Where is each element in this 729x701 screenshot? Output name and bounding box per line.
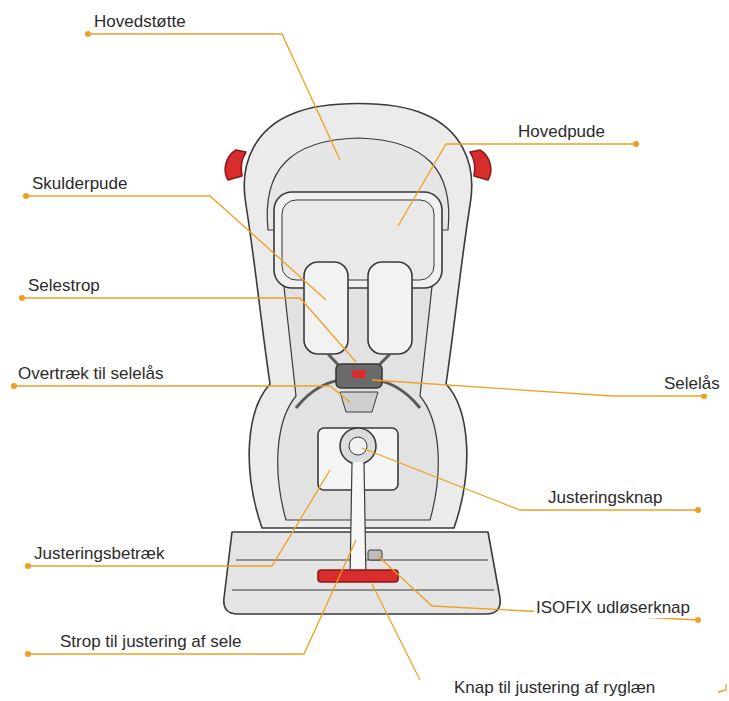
recline-handle bbox=[318, 570, 398, 582]
leader-dot bbox=[695, 507, 701, 513]
part-label: Hovedpude bbox=[516, 122, 607, 142]
head-cushion bbox=[274, 192, 442, 288]
part-label: Overtræk til selelås bbox=[16, 364, 165, 384]
side-tab bbox=[470, 150, 491, 180]
leader-dots bbox=[11, 31, 707, 657]
adjustment-knob-center bbox=[349, 437, 367, 455]
leader-lines bbox=[14, 34, 726, 692]
shoulder-pad-left bbox=[304, 262, 348, 354]
leader-dot bbox=[633, 141, 639, 147]
buckle bbox=[336, 364, 382, 388]
leader-dot bbox=[25, 651, 31, 657]
head-cushion-inner bbox=[282, 200, 434, 280]
leader-line bbox=[718, 684, 726, 692]
leader-dot bbox=[695, 617, 701, 623]
side-tab bbox=[225, 150, 246, 180]
part-label: Selelås bbox=[662, 374, 722, 394]
shoulder-pad-right bbox=[368, 262, 412, 354]
part-label: Justeringsknap bbox=[546, 488, 664, 508]
leader-line bbox=[362, 448, 698, 510]
buckle-button bbox=[352, 370, 366, 378]
leader-line bbox=[398, 144, 636, 226]
part-label: Hovedstøtte bbox=[92, 12, 188, 32]
leader-dot bbox=[19, 295, 25, 301]
part-label: Selestrop bbox=[26, 276, 102, 296]
leader-line bbox=[378, 556, 698, 620]
leader-dot bbox=[25, 563, 31, 569]
part-label: Strop til justering af sele bbox=[58, 632, 243, 652]
leader-line bbox=[28, 470, 330, 566]
leader-line bbox=[372, 380, 704, 396]
leader-dot bbox=[85, 31, 91, 37]
leader-line bbox=[372, 584, 420, 680]
adjustment-strap bbox=[350, 462, 366, 580]
leader-line bbox=[14, 386, 350, 402]
leader-line bbox=[88, 34, 340, 160]
part-label: ISOFIX udløserknap bbox=[534, 598, 692, 618]
part-label: Skulderpude bbox=[30, 174, 129, 194]
leader-dot bbox=[23, 193, 29, 199]
leader-line bbox=[28, 540, 356, 654]
buckle-cover bbox=[340, 392, 378, 412]
part-label: Justeringsbetræk bbox=[32, 544, 166, 564]
leader-line bbox=[26, 196, 326, 300]
leader-line bbox=[22, 298, 356, 362]
part-label: Knap til justering af ryglæn bbox=[452, 678, 657, 698]
adjustment-knob bbox=[340, 428, 376, 464]
